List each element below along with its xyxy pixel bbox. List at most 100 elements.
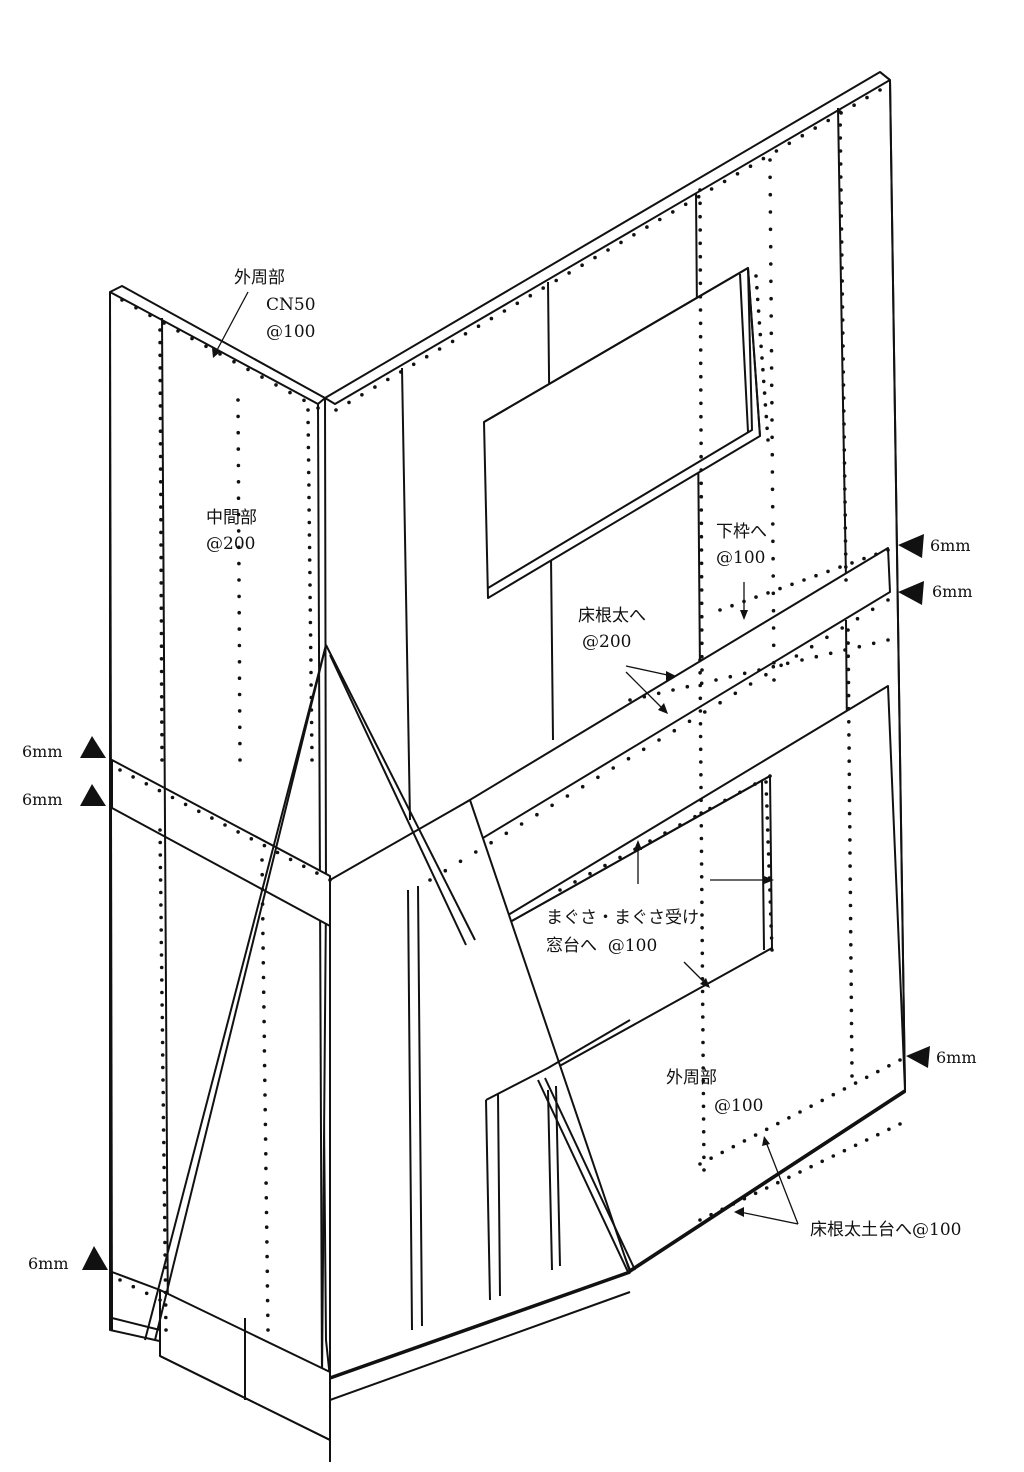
nail-dot [265,1298,270,1303]
nail-dot [761,156,766,161]
nail-dot [450,339,455,344]
nail-dot [504,831,509,836]
nail-dot [769,936,774,940]
nail-dot [847,811,852,816]
nail-dot [700,913,704,917]
nail-dot [159,492,163,497]
right-wall-top-edge [324,79,891,405]
gap-triangle-1 [898,534,924,558]
nail-dot [774,149,779,153]
nail-dot [663,831,667,835]
nail-dot [190,336,194,341]
nail-dot [898,1122,902,1126]
nail-dot [701,1091,706,1096]
nail-dot [846,680,851,685]
nail-dot [163,1278,168,1282]
sill-plate [329,1270,631,1380]
nail-dot [847,746,851,750]
nail-dot [764,1127,769,1132]
nail-dot [768,158,772,162]
gap-triangle-2 [898,581,924,605]
nail-dot [131,1284,136,1289]
perimeter-bottom-label: 外周部 [666,1068,717,1088]
nail-dot [628,698,632,702]
nail-dot [160,1015,165,1020]
nail-dot [698,254,703,259]
nail-dot [800,658,804,662]
nail-dot [846,628,850,632]
nail-dot [118,768,122,772]
nail-dot [769,262,773,266]
nail-dot [236,414,240,419]
nail-dot [261,917,265,921]
nail-dot [161,1065,165,1070]
nail-dot [843,500,847,504]
floor-joist-pitch-label: @200 [582,632,632,652]
nail-dot [700,654,704,659]
nail-dot [443,868,448,873]
nail-dot [678,823,682,827]
nail-dot [700,938,704,943]
nail-dot [699,401,703,406]
nail-dot [159,581,163,585]
nail-dot [306,420,310,425]
nail-dot [757,321,762,325]
nail-dot [160,745,164,750]
nail-dot [700,989,705,994]
nail-dot [753,1133,758,1137]
nail-dot [787,1116,791,1120]
nail-dot [265,1254,269,1259]
nail-dot [848,903,853,908]
nail-dot [159,517,163,522]
nail-dot [698,747,703,752]
nail-dot [699,428,703,432]
nail-dot [701,1130,706,1134]
nail-dot [770,418,774,422]
nail-dot [701,1028,705,1032]
nail-dot [753,1191,758,1196]
nail-dot [846,654,850,658]
nail-dot [758,332,763,337]
nail-dot [702,1168,706,1172]
nail-dot [840,305,845,309]
nail-dot [698,722,703,726]
nail-dot [838,110,842,114]
gap-label-5: 6mm [936,1048,977,1067]
nail-dot [699,454,703,459]
nail-dot [700,887,704,892]
nail-dot [118,1278,122,1282]
nail-dot [310,745,314,750]
sill-label: 窓台へ @100 [546,936,658,956]
nail-dot [840,279,844,283]
nail-dot [159,644,164,648]
nail-dot [308,645,313,650]
nail-dot [158,454,163,459]
nail-dot [288,390,292,395]
nail-dot [809,1164,813,1169]
nail-dot [847,720,851,724]
nail-dot [698,734,703,739]
nail-dot [502,309,507,313]
gap-triangle-5 [906,1046,930,1068]
nail-dot [162,1178,166,1182]
nail-dot [162,1190,167,1195]
nail-dot [237,594,241,599]
nail-dot [772,660,776,665]
panel-joint [401,367,411,821]
nail-dot [864,1075,869,1080]
nail-dot [700,1002,705,1007]
nail-dot [771,539,775,544]
nail-dot [158,416,163,421]
nail-dot [161,1128,166,1132]
nail-dot [698,294,703,299]
nail-dot [699,875,704,879]
nail-dot [720,1150,724,1155]
nail-dot [771,574,775,578]
nail-dot [162,1215,167,1220]
nail-dot [849,1008,854,1013]
nail-dot [308,608,313,612]
nail-dot [263,1078,267,1083]
nail-dot [843,487,847,491]
nail-dot [645,225,649,229]
nail-dot [266,1328,270,1332]
